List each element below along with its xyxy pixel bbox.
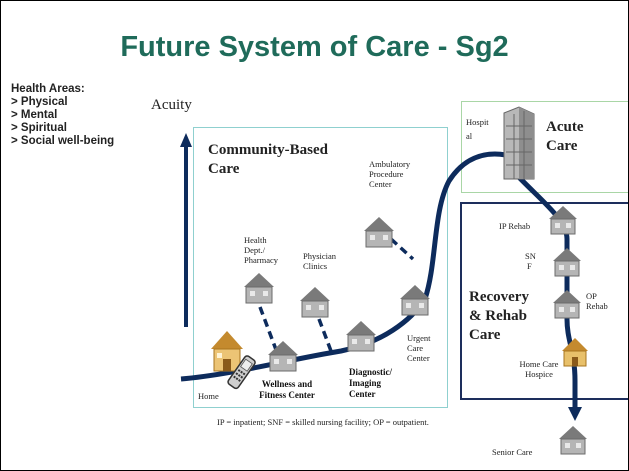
physician-clinic-building-icon	[300, 287, 330, 318]
wellness-center-building-icon	[268, 341, 298, 372]
home-care-label-line: Home Care	[519, 359, 559, 369]
footnote: IP = inpatient; SNF = skilled nursing fa…	[217, 417, 429, 427]
health-dept-building-icon	[244, 273, 274, 304]
op-rehab-label-line: OP	[586, 291, 597, 301]
connector-health-dept	[258, 306, 280, 356]
hospital-icon	[503, 106, 535, 180]
urgent-care-building-icon	[400, 285, 430, 316]
diagnostic-label-line: Diagnostic/	[349, 367, 393, 377]
community-care-label: Community-Based Care	[208, 141, 328, 179]
hospital-label: Hospit al	[466, 117, 489, 141]
health-area-item: > Spiritual	[11, 122, 67, 134]
urgent-label-line: Care	[407, 343, 424, 353]
slide-title: Future System of Care - Sg2	[120, 31, 509, 63]
community-care-region	[193, 127, 448, 408]
ambulatory-label-line: Center	[369, 179, 392, 189]
health-areas-heading: Health Areas:	[11, 83, 85, 95]
recovery-label-line: & Rehab	[469, 308, 527, 324]
physician-clinics-label: Physician Clinics	[303, 251, 336, 271]
acuity-arrow-head	[180, 133, 192, 147]
snf-label-line: F	[527, 261, 532, 271]
wellness-label-line: Fitness Center	[259, 390, 315, 400]
health-dept-label: Health Dept./ Pharmacy	[244, 235, 278, 265]
connector-physician	[317, 318, 333, 352]
op-rehab-label-line: Rehab	[586, 301, 608, 311]
urgent-label-line: Urgent	[407, 333, 431, 343]
ambulatory-label-line: Ambulatory	[369, 159, 411, 169]
snf-label: SN F	[525, 251, 536, 271]
diagnostic-imaging-label: Diagnostic/ Imaging Center	[349, 367, 392, 400]
home-care-label-line: Hospice	[525, 369, 553, 379]
snf-building-icon	[553, 248, 581, 277]
health-area-item: > Mental	[11, 109, 58, 121]
diagnostic-center-building-icon	[346, 321, 376, 352]
op-rehab-building-icon	[553, 290, 581, 319]
health-dept-label-line: Pharmacy	[244, 255, 278, 265]
home-label: Home	[198, 391, 219, 401]
home-house-icon	[211, 331, 243, 372]
wellness-label-line: Wellness and	[261, 379, 313, 389]
acute-label-line: Acute	[546, 119, 584, 135]
acute-care-label: Acute Care	[546, 118, 584, 156]
health-area-item: > Social well-being	[11, 135, 115, 147]
health-dept-label-line: Dept./	[244, 245, 266, 255]
health-area-item: > Physical	[11, 96, 68, 108]
community-label-line: Community-Based	[208, 142, 329, 158]
connector-ambulatory	[389, 237, 415, 261]
senior-care-building-icon	[559, 426, 587, 455]
hospital-label-line: Hospit	[466, 117, 489, 127]
ambulatory-label-line: Procedure	[369, 169, 404, 179]
physician-label-line: Physician	[303, 251, 337, 261]
hospital-label-line: al	[466, 131, 473, 141]
ip-rehab-building-icon	[549, 206, 577, 235]
wellness-fitness-label: Wellness and Fitness Center	[247, 379, 327, 401]
health-dept-label-line: Health	[244, 235, 267, 245]
recovery-rehab-label: Recovery & Rehab Care	[469, 288, 529, 345]
op-rehab-label: OP Rehab	[586, 291, 608, 311]
ambulatory-center-building-icon	[364, 217, 394, 248]
ambulatory-procedure-label: Ambulatory Procedure Center	[369, 159, 410, 189]
mobile-phone-icon	[227, 355, 256, 390]
home-care-house-icon	[562, 338, 588, 367]
snf-label-line: SN	[525, 251, 536, 261]
senior-care-arrow-head	[568, 407, 582, 421]
urgent-label-line: Center	[407, 353, 430, 363]
senior-care-label: Senior Care	[492, 447, 533, 457]
community-label-line: Care	[208, 161, 240, 177]
recovery-label-line: Recovery	[469, 289, 529, 305]
urgent-care-label: Urgent Care Center	[407, 333, 430, 363]
diagnostic-label-line: Center	[349, 389, 376, 399]
health-areas-list: Health Areas: > Physical > Mental > Spir…	[11, 83, 114, 148]
physician-label-line: Clinics	[303, 261, 328, 271]
recovery-label-line: Care	[469, 327, 501, 343]
acute-care-region	[461, 101, 628, 193]
acuity-axis-label: Acuity	[151, 97, 192, 113]
home-care-hospice-label: Home Care Hospice	[509, 359, 569, 379]
ip-rehab-label: IP Rehab	[499, 221, 531, 231]
diagnostic-label-line: Imaging	[349, 378, 382, 388]
acute-label-line: Care	[546, 138, 578, 154]
